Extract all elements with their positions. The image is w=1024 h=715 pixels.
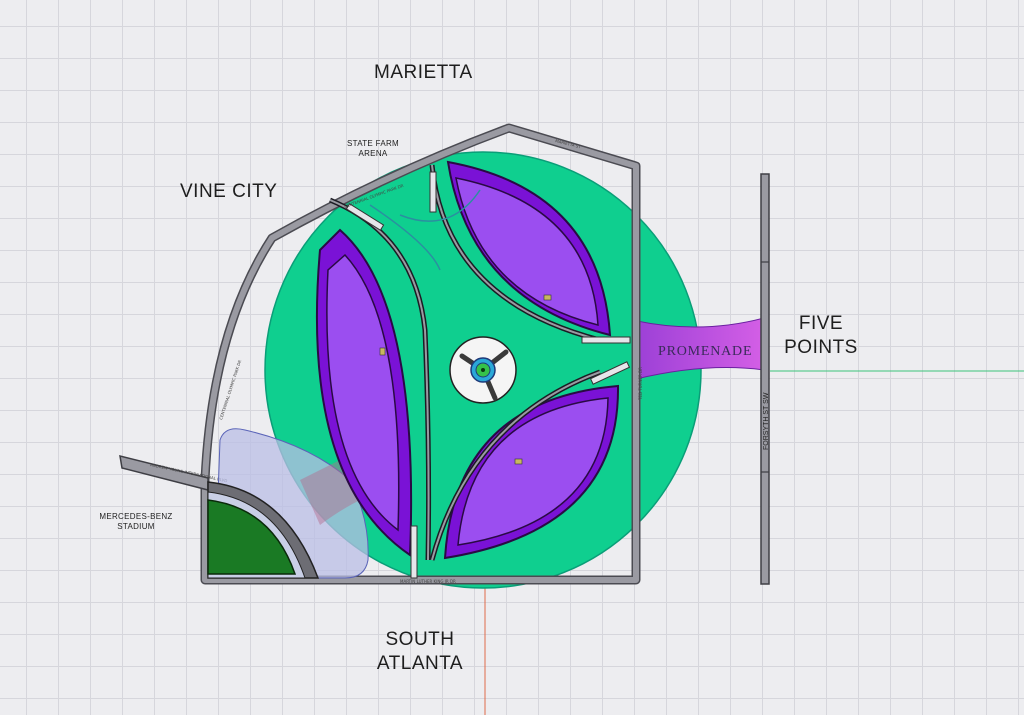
lens-northeast-inner [455,177,599,326]
lens-northeast-marker [543,294,552,301]
path-north-east-inner [431,164,601,341]
gate-east [581,336,631,344]
south-atlanta-line2: ATLANTA [376,653,464,674]
gate-northwest [345,203,385,231]
street-label-south: MARTIN LUTHER KING JR DR [400,579,456,584]
forsyth-street [760,173,770,585]
stadium-line1: MERCEDES-BENZ [99,512,173,521]
lens-west-inner [326,253,400,532]
arena-line1: STATE FARM [346,139,400,148]
diagonal-connector [369,189,481,271]
gate-southeast [589,361,631,385]
five-points-line1: FIVE [798,313,844,334]
lens-southeast-marker [514,458,523,465]
forsyth-street-label: FORSYTH ST SW [763,392,770,450]
gate-north [429,171,437,213]
stadium-line2: STADIUM [117,522,155,531]
lens-southeast-inner [457,397,609,546]
street-label-inner-east: TED TURNER DR [638,367,643,401]
five-points-line2: POINTS [784,337,858,358]
district-label-south-atlanta: SOUTH ATLANTA [370,628,470,676]
promenade-label: PROMENADE [658,344,752,359]
street-label-top-right: MARIETTA ST [555,138,582,149]
gate-south [410,525,418,579]
district-label-five-points: FIVE POINTS [782,312,860,360]
district-label-vine-city: VINE CITY [180,181,278,202]
fountain-dot [481,368,485,372]
district-label-marietta: MARIETTA [374,62,473,83]
south-atlanta-line1: SOUTH [385,629,455,650]
landmark-label-mercedes-benz-stadium: MERCEDES-BENZ STADIUM [88,512,184,532]
stadium-field [207,499,297,575]
site-boundary-road-inner [202,125,639,583]
arena-line2: ARENA [358,149,388,158]
path-south-east-inner [431,371,601,561]
path-north-west-inner [329,199,430,561]
landmark-label-state-farm-arena: STATE FARM ARENA [338,139,408,159]
lens-west-marker [379,347,386,356]
